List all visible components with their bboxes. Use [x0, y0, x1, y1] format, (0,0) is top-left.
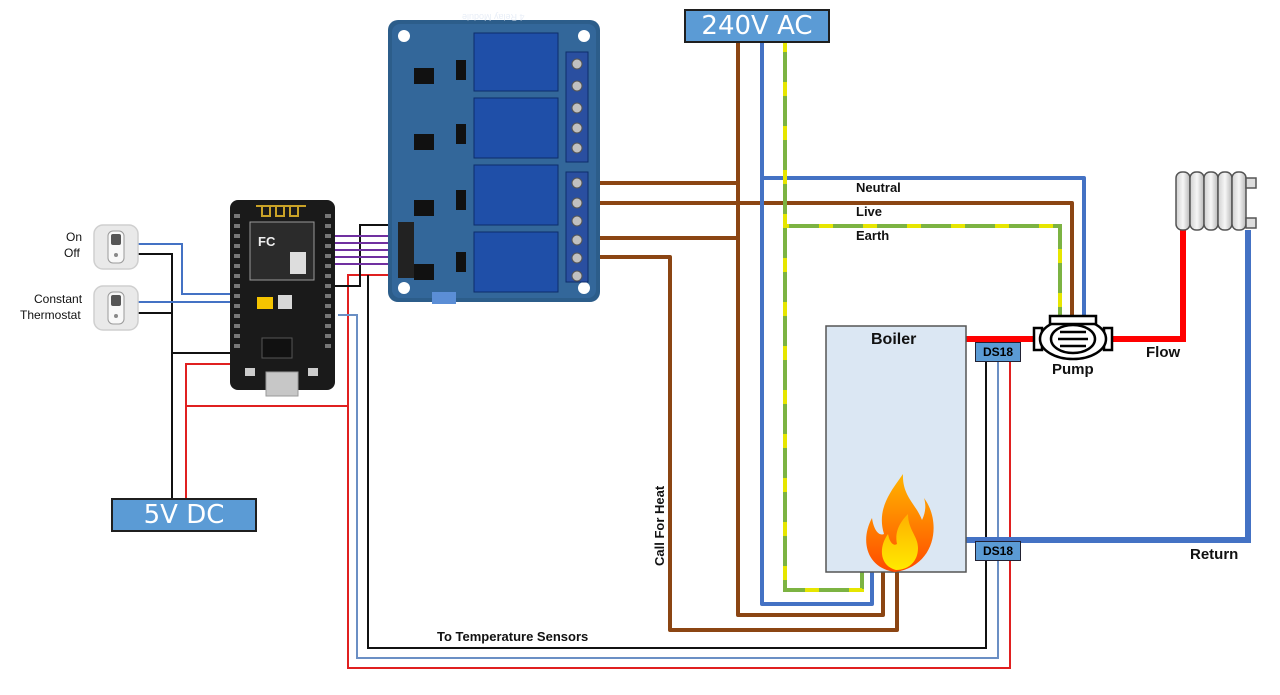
dc-ground-wire: [171, 352, 240, 498]
neutral-label: Neutral: [856, 180, 901, 195]
ac-power-label: 240V AC: [684, 9, 830, 43]
toggle-switch-icon[interactable]: [93, 285, 139, 331]
flow-label: Flow: [1146, 344, 1181, 361]
relay-ground-wire: [333, 224, 390, 287]
call-for-heat-wire: [583, 255, 899, 632]
switch-ground-wire-1: [137, 253, 173, 353]
live-wire-supply: [736, 38, 885, 617]
boiler-label: Boiler: [871, 331, 917, 348]
ds18-sensor-bottom: DS18: [975, 541, 1021, 561]
toggle-switch-icon[interactable]: [93, 224, 139, 270]
switch-label-thermostat: Thermostat: [20, 308, 81, 322]
live-label: Live: [856, 204, 883, 219]
dc-vcc-wire: [185, 363, 240, 498]
mains-wiring: [583, 38, 1086, 632]
temperature-sensors-label: To Temperature Sensors: [437, 629, 589, 644]
switch-label-off: Off: [64, 246, 80, 260]
switch-label-constant: Constant: [34, 292, 83, 306]
sensor-vcc-wire: [347, 360, 1011, 669]
pump-label: Pump: [1052, 361, 1094, 378]
sensor-ground-wire: [367, 275, 987, 649]
call-for-heat-label: Call For Heat: [652, 485, 667, 566]
esp8266-board-icon: FC: [230, 200, 335, 397]
dc-power-label: 5V DC: [111, 498, 257, 532]
flow-pipe: [1112, 230, 1186, 342]
earth-wiring: [783, 38, 1062, 592]
live-wire-relay2: [583, 201, 1074, 318]
neutral-wire-pump: [762, 176, 1086, 318]
ds18-sensor-top: DS18: [975, 342, 1021, 362]
pump-icon: [1032, 314, 1114, 361]
return-pipe: [966, 230, 1251, 543]
relay-data-wires: [333, 235, 398, 265]
relay-module-title: 4 Relay Module: [462, 12, 525, 22]
heating-pipes: [966, 230, 1251, 543]
svg-text:FC: FC: [258, 234, 276, 249]
radiator-icon: [1175, 171, 1257, 231]
relay-module-icon: [388, 20, 600, 304]
neutral-wire: [760, 38, 874, 606]
earth-label: Earth: [856, 228, 890, 243]
return-label: Return: [1190, 546, 1239, 563]
switch-label-on: On: [66, 230, 83, 244]
flame-icon: [866, 474, 934, 572]
